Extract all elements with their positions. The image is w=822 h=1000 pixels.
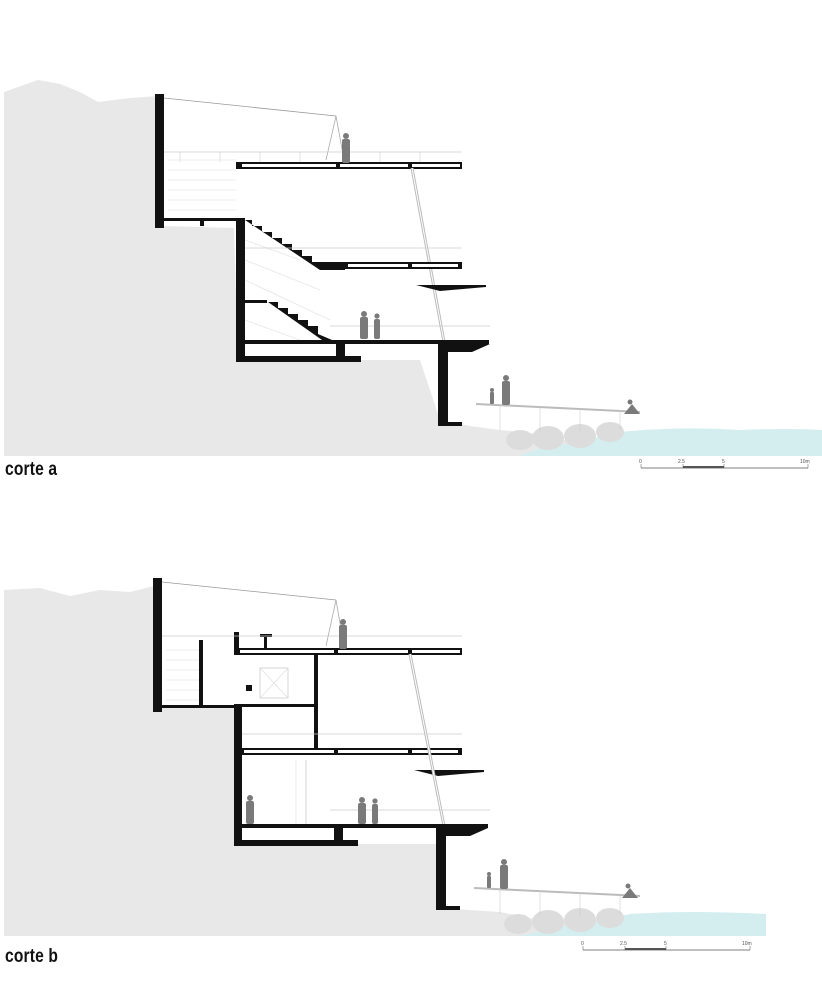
scale-tick-0: 0 <box>639 459 642 465</box>
scale-tick-0: 0 <box>581 941 584 947</box>
retaining-wall <box>153 578 162 712</box>
scale-tick-1: 2.5 <box>620 941 627 947</box>
core-wall <box>236 218 245 362</box>
shore-deck <box>473 887 641 897</box>
shore-deck <box>475 403 641 413</box>
terrain <box>4 586 760 936</box>
scale-tick-3: 10m <box>800 459 810 465</box>
interior-wall <box>314 655 318 749</box>
section-a-label: corte a <box>5 459 58 480</box>
human-figures <box>246 619 638 898</box>
section-a: 0 2.5 5 10m corte a <box>4 80 822 480</box>
scale-tick-1: 2.5 <box>678 459 685 465</box>
section-a-drawing: 0 2.5 5 10m <box>4 80 822 469</box>
stair-upper <box>245 220 345 270</box>
scale-tick-3: 10m <box>742 941 752 947</box>
terrain <box>4 80 822 456</box>
lower-slab <box>245 340 489 344</box>
stair-lower <box>268 302 332 340</box>
scale-bar: 0 2.5 5 10m <box>639 459 810 469</box>
retaining-wall <box>155 94 164 228</box>
shore-rocks <box>506 422 624 450</box>
section-b: 0 2.5 5 10m corte b <box>0 500 822 1000</box>
scale-tick-2: 5 <box>664 941 667 947</box>
lower-slab <box>242 824 488 828</box>
section-b-drawing: 0 2.5 5 10m <box>4 578 766 951</box>
roof-cable <box>161 581 337 601</box>
outlook-wall <box>438 344 448 426</box>
water <box>520 428 822 456</box>
cantilever-plate <box>416 285 486 291</box>
roof-cable <box>163 97 337 117</box>
scale-bar: 0 2.5 5 10m <box>581 941 752 951</box>
core-wall <box>234 704 242 846</box>
section-b-label: corte b <box>5 946 59 967</box>
scale-tick-2: 5 <box>722 459 725 465</box>
outlook-wall <box>436 828 446 910</box>
human-figures <box>342 133 640 414</box>
cantilever-plate <box>414 770 484 776</box>
